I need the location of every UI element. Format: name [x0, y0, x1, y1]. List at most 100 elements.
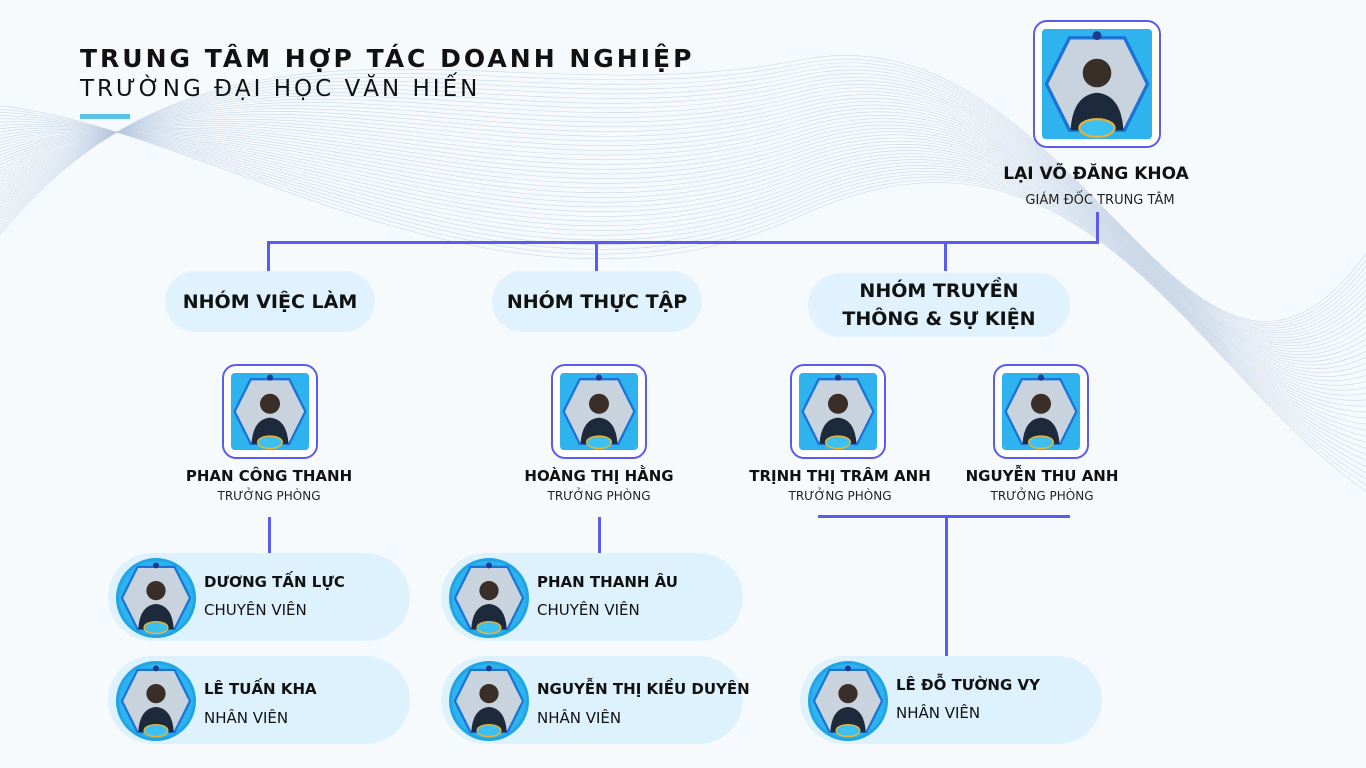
wave-line — [0, 58, 1366, 324]
manager-photo — [551, 364, 647, 459]
wave-line — [0, 131, 1366, 407]
wave-line — [0, 69, 1366, 331]
connector — [1096, 212, 1099, 244]
staff-role: CHUYÊN VIÊN — [204, 601, 307, 619]
staff-card: PHAN THANH ÂU CHUYÊN VIÊN — [441, 553, 743, 641]
person-photo-icon — [119, 664, 193, 738]
staff-role: NHÂN VIÊN — [204, 709, 289, 727]
person-photo-icon — [811, 664, 885, 738]
wave-line — [0, 128, 1366, 386]
director-name: LẠI VÕ ĐĂNG KHOA — [1003, 164, 1189, 184]
staff-name: LÊ TUẤN KHA — [204, 680, 317, 698]
staff-avatar — [449, 661, 529, 741]
wave-line — [0, 123, 1366, 455]
staff-role: CHUYÊN VIÊN — [537, 601, 640, 619]
wave-line — [0, 91, 1366, 346]
wave-line — [0, 80, 1366, 338]
group-viec-lam: NHÓM VIỆC LÀM — [165, 271, 375, 332]
staff-name: DƯƠNG TẤN LỰC — [204, 573, 345, 591]
group-thuc-tap: NHÓM THỰC TẬP — [492, 271, 702, 332]
person-photo-icon — [452, 664, 526, 738]
connector — [598, 517, 601, 553]
person-photo-icon — [231, 373, 309, 450]
manager-photo — [222, 364, 318, 459]
connector — [818, 515, 1070, 518]
wave-line — [0, 101, 1366, 356]
connector — [945, 515, 948, 657]
person-photo-icon — [119, 561, 193, 635]
wave-line — [0, 111, 1366, 366]
wave-line — [0, 112, 1366, 480]
wave-line — [0, 118, 1366, 467]
page-subtitle: TRƯỜNG ĐẠI HỌC VĂN HIẾN — [80, 76, 481, 102]
wave-line — [0, 87, 1366, 344]
wave-line — [0, 130, 1366, 391]
staff-card: LÊ TUẤN KHA NHÂN VIÊN — [108, 656, 410, 744]
wave-line — [0, 84, 1366, 341]
connector — [267, 241, 270, 271]
manager-photo — [790, 364, 886, 459]
connector — [944, 241, 947, 271]
wave-line — [0, 130, 1366, 431]
manager-name: HOÀNG THỊ HẰNG — [524, 467, 674, 485]
person-photo-icon — [452, 561, 526, 635]
manager-role: TRƯỞNG PHÒNG — [990, 489, 1094, 503]
wave-line — [0, 124, 1366, 382]
group-truyen-thong: NHÓM TRUYỀN THÔNG & SỰ KIỆN — [808, 273, 1070, 337]
staff-avatar — [116, 661, 196, 741]
staff-name: NGUYỄN THỊ KIỀU DUYÊN — [537, 680, 750, 698]
wave-line — [0, 76, 1366, 336]
staff-card: DƯƠNG TẤN LỰC CHUYÊN VIÊN — [108, 553, 410, 641]
wave-line — [0, 131, 1366, 413]
wave-line — [0, 121, 1366, 377]
manager-name: TRỊNH THỊ TRÂM ANH — [749, 467, 931, 485]
wave-line — [0, 115, 1366, 473]
page-title: TRUNG TÂM HỢP TÁC DOANH NGHIỆP — [80, 44, 695, 73]
person-photo-icon — [560, 373, 638, 450]
manager-role: TRƯỞNG PHÒNG — [217, 489, 321, 503]
wave-line — [0, 127, 1366, 443]
wave-line — [0, 129, 1366, 437]
manager-photo — [993, 364, 1089, 459]
wave-line — [0, 73, 1366, 334]
wave-line — [0, 55, 1366, 322]
wave-line — [0, 118, 1366, 373]
wave-line — [0, 131, 1366, 401]
wave-line — [0, 108, 1366, 362]
person-photo-icon — [1042, 29, 1152, 139]
wave-line — [0, 131, 1366, 419]
wave-line — [0, 121, 1366, 461]
wave-line — [0, 105, 1366, 492]
staff-role: NHÂN VIÊN — [896, 704, 981, 722]
staff-avatar — [116, 558, 196, 638]
staff-avatar — [808, 661, 888, 741]
wave-line — [0, 108, 1366, 486]
staff-avatar — [449, 558, 529, 638]
director-photo — [1033, 20, 1161, 148]
wave-line — [0, 97, 1366, 352]
title-underline — [80, 114, 130, 119]
manager-role: TRƯỞNG PHÒNG — [547, 489, 651, 503]
person-photo-icon — [1002, 373, 1080, 450]
wave-line — [0, 104, 1366, 359]
connector — [268, 517, 271, 553]
manager-role: TRƯỞNG PHÒNG — [788, 489, 892, 503]
staff-card: LÊ ĐỖ TƯỜNG VY NHÂN VIÊN — [800, 656, 1102, 744]
wave-line — [0, 94, 1366, 349]
connector — [595, 241, 598, 271]
wave-line — [0, 125, 1366, 449]
wave-line — [0, 62, 1366, 326]
person-photo-icon — [799, 373, 877, 450]
wave-line — [0, 131, 1366, 396]
director-role: GIÁM ĐỐC TRUNG TÂM — [1025, 193, 1175, 208]
staff-card: NGUYỄN THỊ KIỀU DUYÊN NHÂN VIÊN — [441, 656, 750, 744]
wave-line — [0, 131, 1366, 425]
staff-name: LÊ ĐỖ TƯỜNG VY — [896, 676, 1040, 694]
staff-role: NHÂN VIÊN — [537, 709, 622, 727]
connector — [267, 241, 1099, 244]
staff-name: PHAN THANH ÂU — [537, 573, 678, 591]
wave-line — [0, 66, 1366, 329]
manager-name: NGUYỄN THU ANH — [965, 467, 1119, 485]
wave-line — [0, 114, 1366, 369]
